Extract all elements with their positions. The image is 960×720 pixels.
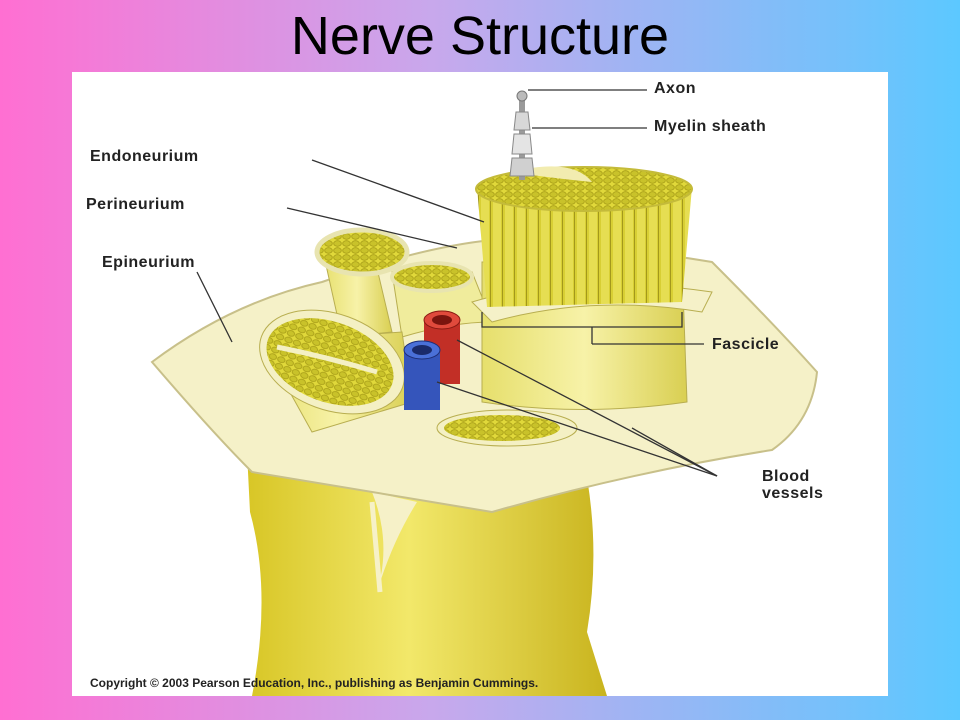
copyright-notice: Copyright © 2003 Pearson Education, Inc.… [90, 676, 539, 690]
nerve-diagram: Axon Myelin sheath Endoneurium Perineuri… [72, 72, 888, 696]
nerve-illustration [150, 89, 819, 696]
nerve-trunk [247, 452, 607, 696]
blood-vessels-label-line2: vessels [762, 485, 824, 502]
axon-fiber [509, 90, 535, 180]
blood-vessels-label-line1: Blood [762, 468, 810, 485]
perineurium-label: Perineurium [86, 196, 185, 213]
fiber-bundle [475, 166, 693, 307]
leader-lines [196, 89, 718, 477]
endoneurium-label: Endoneurium [90, 148, 199, 165]
blood-vessels [403, 310, 461, 410]
slide-title: Nerve Structure [290, 6, 670, 66]
fascicle-cylinder-left [259, 309, 413, 433]
fascicle-label: Fascicle [712, 336, 780, 353]
epineurium-label: Epineurium [102, 254, 196, 271]
fascicle-small-bottom [436, 409, 578, 447]
fascicle-cylinder-back [314, 227, 493, 338]
myelin-sheath-label: Myelin sheath [654, 118, 767, 135]
axon-label: Axon [654, 80, 696, 97]
